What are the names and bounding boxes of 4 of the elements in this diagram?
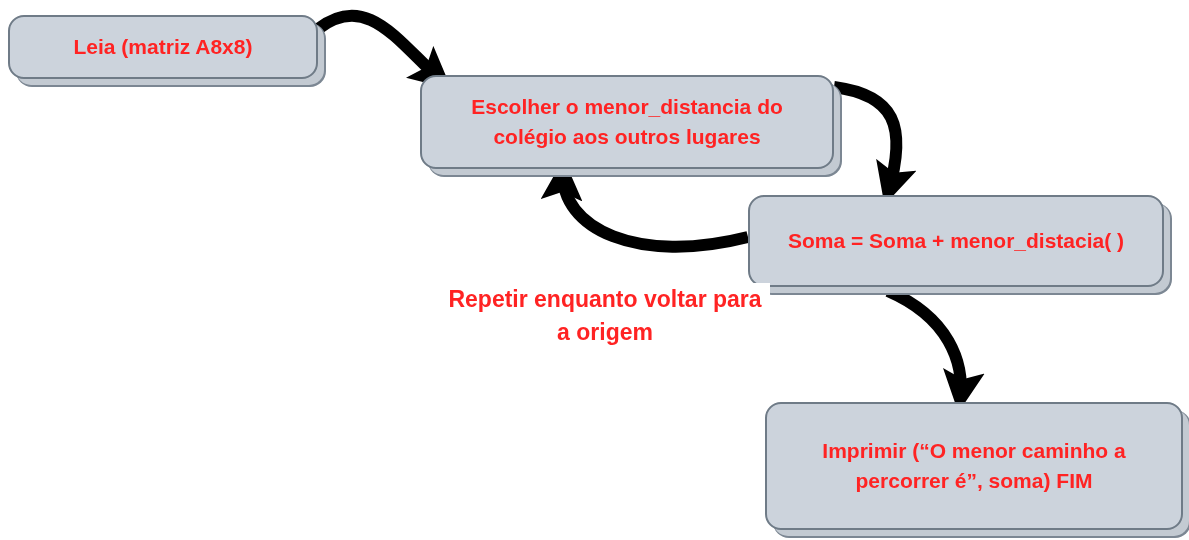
box-text: Soma = Soma + menor_distacia( ) — [787, 227, 1125, 254]
box-text: Leia (matriz A8x8) — [73, 33, 253, 60]
box-text: Escolher o menor_distancia do colégio aos outros lugares — [470, 93, 784, 150]
box-text: Imprimir (“O menor caminho a percorrer é”, soma) FIM — [821, 437, 1127, 494]
